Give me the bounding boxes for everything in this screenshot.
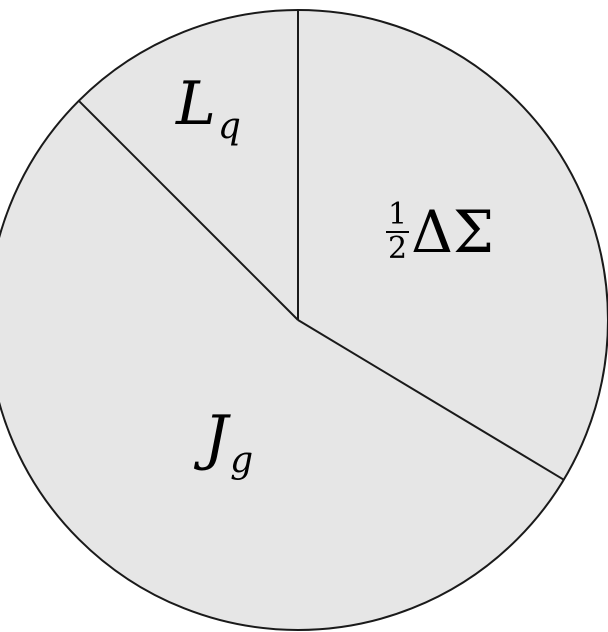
divider-jg (297, 319, 565, 481)
delta-sigma-symbols: ΔΣ (411, 197, 494, 266)
slice-label-lq: Lq (176, 74, 241, 145)
divider-lq (78, 100, 299, 321)
jg-main: J (204, 403, 229, 473)
half-fraction: 1 2 (386, 196, 410, 266)
slice-label-jg: Jg (204, 408, 253, 479)
slice-dividers (78, 10, 565, 481)
pie-disk (0, 9, 608, 631)
lq-main: L (176, 69, 216, 139)
jg-sub: g (230, 440, 254, 481)
fraction-denominator: 2 (388, 230, 408, 266)
fraction-bar (386, 230, 410, 233)
fraction-numerator: 1 (388, 196, 408, 232)
lq-sub: q (217, 106, 241, 147)
slice-label-delta-sigma: 1 2 ΔΣ (386, 198, 494, 264)
